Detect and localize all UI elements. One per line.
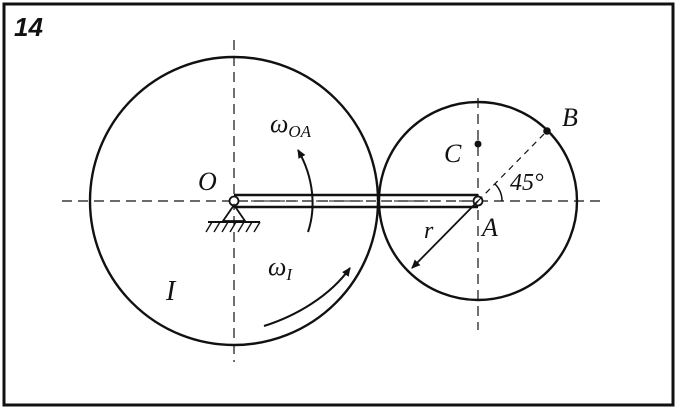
omega-I-subscript: I xyxy=(285,265,293,284)
label-A: A xyxy=(480,213,498,242)
radius-AB-dashed xyxy=(477,130,548,202)
point-B xyxy=(543,127,551,135)
label-angle: 45° xyxy=(510,170,544,196)
label-omega-OA: ωOA xyxy=(270,109,312,141)
label-B: B xyxy=(562,103,578,132)
radius-r-arrow xyxy=(411,200,479,269)
figure-number: 14 xyxy=(14,12,43,42)
omega-I-symbol: ω xyxy=(268,252,286,281)
point-C xyxy=(474,140,482,148)
omega-I-arrow xyxy=(263,267,351,327)
ground-hatching xyxy=(205,221,261,233)
angle-arc xyxy=(494,183,503,202)
gear-2-circle xyxy=(377,100,579,302)
label-r: r xyxy=(424,218,434,244)
omega-OA-arrow xyxy=(297,149,314,233)
label-gear-I: I xyxy=(165,276,177,307)
label-omega-I: ωI xyxy=(268,252,293,284)
omega-OA-symbol: ω xyxy=(270,109,288,138)
omega-OA-subscript: OA xyxy=(288,122,311,141)
label-O: O xyxy=(198,167,217,196)
label-C: C xyxy=(444,139,462,168)
